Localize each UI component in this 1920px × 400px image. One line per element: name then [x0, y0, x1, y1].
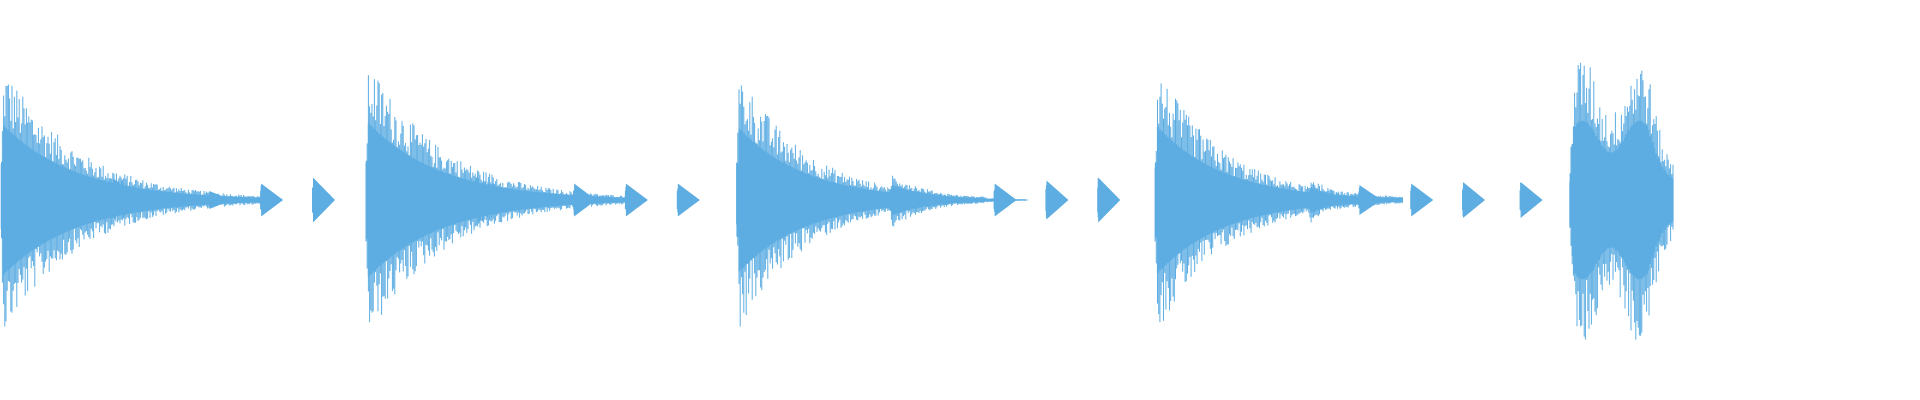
waveform-tick-7: [573, 183, 597, 217]
waveform-tick-12: [993, 183, 1017, 217]
waveform-tick-19: [1462, 182, 1485, 218]
waveform-tick-18: [1410, 183, 1434, 217]
waveform-burst-21: [1569, 62, 1674, 340]
waveform-tick-13: [1045, 180, 1069, 220]
waveform-tick-17: [1358, 185, 1382, 215]
waveform-tick-8: [624, 183, 648, 217]
waveform-tail-6: [473, 177, 626, 224]
waveform-tick-14: [1097, 177, 1121, 223]
waveform-tick-20: [1519, 182, 1543, 218]
waveform-tick-9: [676, 183, 700, 217]
waveform-tick-3: [260, 183, 284, 217]
waveform-tick-4: [312, 177, 335, 223]
waveform-tick-2: [208, 191, 232, 209]
